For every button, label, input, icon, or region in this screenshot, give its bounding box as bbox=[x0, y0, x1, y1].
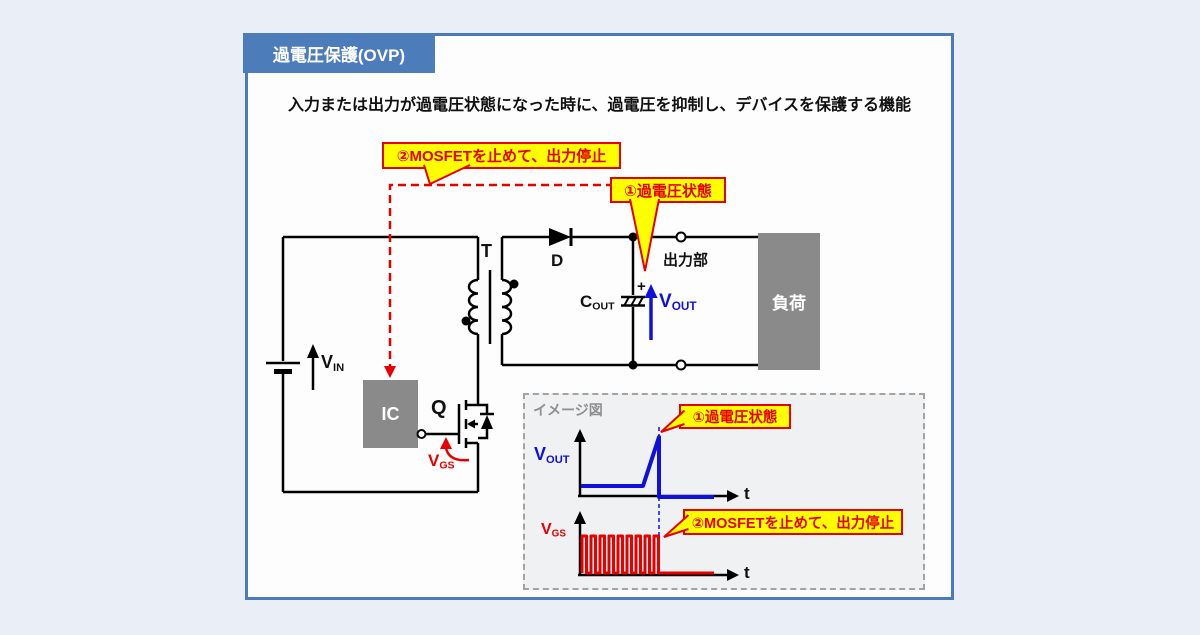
vout-y-axis-arrow bbox=[574, 429, 586, 442]
vgs-time-axis-label: t bbox=[744, 563, 750, 582]
callout-mosfet-stop-waveform-text: ②MOSFETを止めて、出力停止 bbox=[691, 515, 895, 532]
ic-label: IC bbox=[381, 403, 400, 424]
vout-label: VOUT bbox=[659, 291, 697, 313]
title-badge: 過電圧保護(OVP) bbox=[243, 33, 435, 73]
ovp-feedback-dashed-line bbox=[384, 183, 614, 378]
subtitle-text: 入力または出力が過電圧状態になった時に、過電圧を抑制し、デバイスを保護する機能 bbox=[287, 97, 912, 114]
waveform-panel-label: イメージ図 bbox=[533, 402, 603, 418]
load-block bbox=[758, 233, 820, 370]
vin-label: VIN bbox=[321, 352, 345, 374]
vgs-plot-axes bbox=[578, 522, 727, 577]
cout-label: COUT bbox=[580, 292, 615, 313]
callout-mosfet-stop-top bbox=[382, 142, 621, 186]
vgs-label: VGS bbox=[428, 451, 455, 472]
callout-overvoltage-waveform bbox=[660, 404, 791, 433]
callout-overvoltage-circuit bbox=[610, 177, 726, 272]
transformer-label: T bbox=[481, 241, 492, 261]
output-terminal-bottom bbox=[675, 359, 687, 371]
ic-block bbox=[363, 380, 418, 448]
vout-waveform bbox=[581, 435, 714, 499]
vin-arrow bbox=[307, 344, 319, 390]
diode-label: D bbox=[551, 251, 564, 270]
vgs-x-axis-arrow bbox=[727, 569, 739, 581]
output-loop-wires bbox=[500, 235, 758, 367]
primary-loop-wires bbox=[281, 235, 480, 494]
load-label: 負荷 bbox=[772, 294, 806, 313]
vgs-arrow bbox=[440, 437, 470, 462]
secondary-polarity-dot bbox=[509, 279, 519, 289]
vgs-pwm-waveform bbox=[580, 534, 714, 575]
battery-symbol bbox=[266, 361, 300, 374]
plot-vgs-label: VGS bbox=[541, 521, 566, 540]
transformer-symbol bbox=[467, 270, 513, 344]
callout-mosfet-stop-top-text: ②MOSFETを止めて、出力停止 bbox=[396, 148, 607, 165]
plus-sign: + bbox=[637, 278, 646, 295]
gate-terminal-circle bbox=[416, 429, 427, 439]
mosfet-arrow bbox=[467, 419, 475, 429]
vgs-y-axis-arrow bbox=[574, 511, 586, 524]
plot-vout-label: VOUT bbox=[534, 444, 570, 466]
vout-time-axis-label: t bbox=[744, 484, 750, 503]
output-capacitor-symbol bbox=[621, 295, 645, 307]
q-label: Q bbox=[431, 397, 447, 419]
body-diode-triangle bbox=[481, 415, 493, 429]
vout-x-axis-arrow bbox=[727, 490, 739, 502]
top-junction-dot bbox=[628, 232, 638, 242]
diode-symbol bbox=[549, 228, 573, 246]
mosfet-symbol bbox=[426, 400, 494, 448]
output-terminal-top bbox=[675, 231, 687, 243]
bottom-junction-dot bbox=[628, 360, 638, 370]
callout-overvoltage-circuit-text: ①過電圧状態 bbox=[624, 182, 712, 200]
vout-arrow bbox=[644, 284, 658, 340]
primary-polarity-dot bbox=[461, 316, 471, 326]
callout-mosfet-stop-waveform bbox=[663, 509, 903, 538]
callout-overvoltage-waveform-text: ①過電圧状態 bbox=[692, 410, 778, 426]
output-section-label: 出力部 bbox=[663, 252, 709, 269]
